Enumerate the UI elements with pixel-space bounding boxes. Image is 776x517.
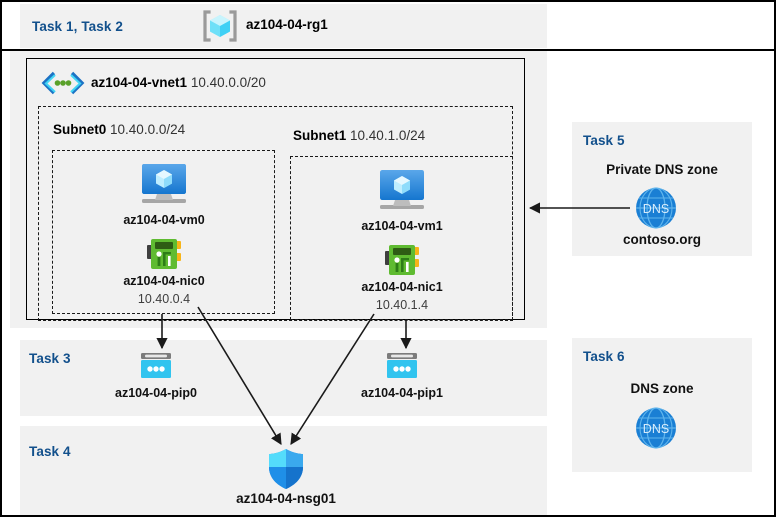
virtual-network-icon: [40, 70, 86, 96]
panel-separator-line: [2, 49, 774, 51]
panel-task3: [20, 340, 547, 416]
vm1-label: az104-04-vm1: [361, 219, 443, 233]
nsg-label: az104-04-nsg01: [236, 491, 336, 506]
network-interface-icon: [144, 236, 184, 272]
network-security-group-icon: [265, 447, 307, 491]
resource-group-icon: [202, 9, 238, 43]
pip1-label: az104-04-pip1: [361, 386, 443, 400]
task-label-task4: Task 4: [29, 444, 71, 459]
subnet1-boundary: [290, 156, 513, 320]
dns-zone-icon: DNS: [634, 186, 678, 230]
dns-zone-title: DNS zone: [630, 381, 694, 396]
svg-text:DNS: DNS: [643, 422, 669, 436]
public-ip-icon: [384, 351, 420, 381]
subnet0-boundary: [52, 150, 275, 314]
nic0-ip: 10.40.0.4: [137, 292, 191, 306]
private-dns-zone-name: contoso.org: [623, 232, 701, 247]
nic1-label: az104-04-nic1: [361, 280, 443, 294]
dns-zone-icon: DNS: [634, 406, 678, 450]
subnet1-title: Subnet1 10.40.1.0/24: [293, 128, 426, 143]
task-label-task1-task2: Task 1, Task 2: [32, 19, 123, 34]
svg-text:DNS: DNS: [643, 202, 669, 216]
nic1-ip: 10.40.1.4: [375, 298, 429, 312]
pip0-label: az104-04-pip0: [115, 386, 197, 400]
resource-group-name: az104-04-rg1: [246, 17, 328, 32]
nic0-label: az104-04-nic0: [123, 274, 205, 288]
public-ip-icon: [138, 351, 174, 381]
task-label-task3: Task 3: [29, 351, 71, 366]
subnet0-title: Subnet0 10.40.0.0/24: [53, 122, 186, 137]
vnet-title: az104-04-vnet1 10.40.0.0/20: [91, 75, 266, 90]
network-interface-icon: [382, 242, 422, 278]
task-label-task5: Task 5: [583, 133, 625, 148]
vm0-label: az104-04-vm0: [123, 213, 205, 227]
private-dns-zone-title: Private DNS zone: [606, 162, 718, 177]
task-label-task6: Task 6: [583, 349, 625, 364]
panel-task6: [572, 338, 752, 472]
virtual-machine-icon: [136, 161, 192, 209]
panel-task1-task2: [20, 4, 547, 48]
vnet-boundary: [26, 58, 525, 320]
virtual-machine-icon: [374, 167, 430, 215]
